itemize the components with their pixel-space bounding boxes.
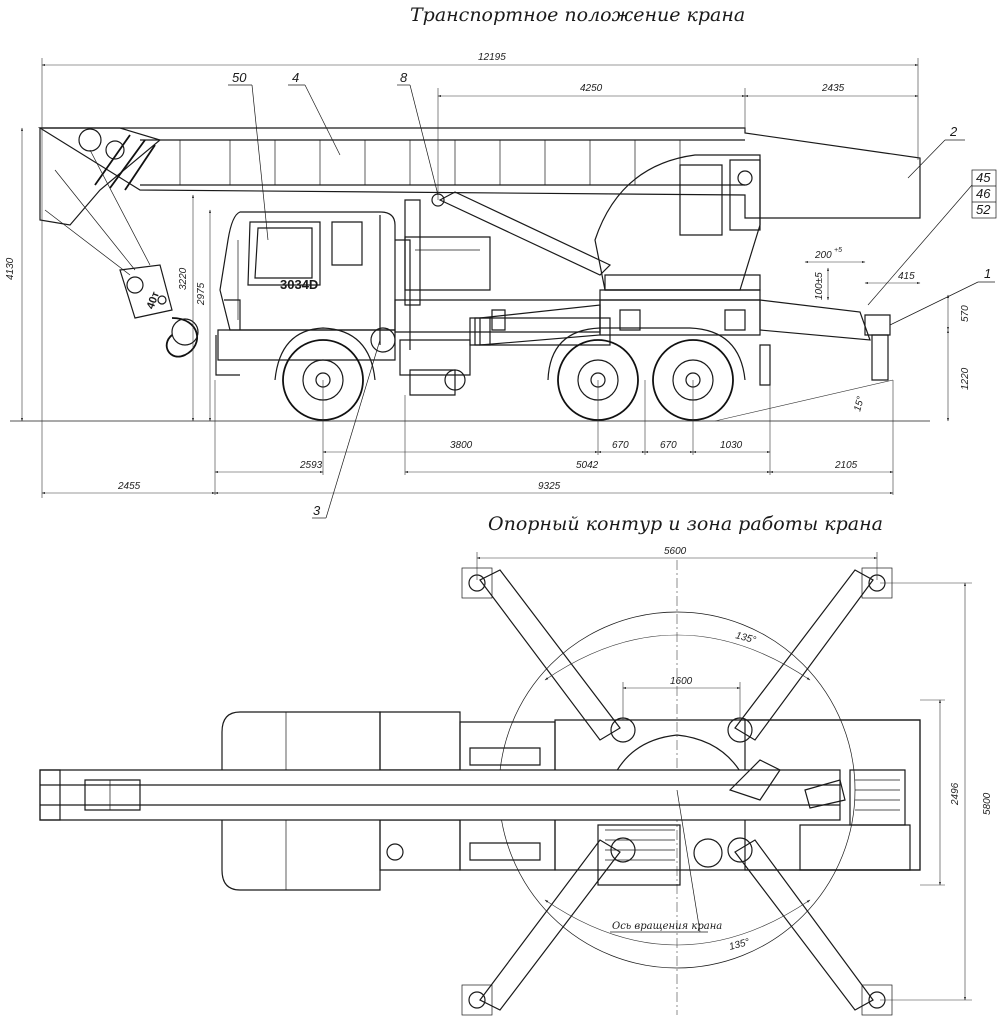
cab-model: 3034D — [280, 277, 318, 292]
callout-46: 46 — [976, 186, 991, 201]
callout-52: 52 — [976, 202, 991, 217]
callout-8: 8 — [400, 70, 408, 85]
dim-outrigger-span: 5600 — [664, 546, 687, 557]
dim-outrigger-drop: 570 — [960, 305, 971, 322]
dim-mid-span: 5042 — [576, 460, 599, 471]
transport-title: Транспортное положение крана — [410, 4, 745, 26]
rotation-axis-label: Ось вращения крана — [610, 789, 722, 933]
callout-3: 3 — [313, 503, 321, 518]
boom — [37, 127, 921, 226]
dim-axle-gap-2: 670 — [660, 440, 677, 451]
dim-height-cab2: 2975 — [196, 282, 207, 306]
callout-50: 50 — [232, 70, 247, 85]
plan-dimensions: 5600 1600 5800 2496 135° 135° — [476, 546, 993, 1001]
axis-label-text: Ось вращения крана — [612, 921, 722, 932]
side-dimensions: 12195 4250 2435 4130 3220 2975 200 +5 10… — [5, 52, 971, 498]
dim-boom-front: 4250 — [580, 83, 603, 94]
dim-width-frame: 2496 — [950, 782, 961, 806]
dim-outrigger-offset: 200 — [814, 250, 832, 261]
dim-rear-offset: 415 — [898, 271, 915, 282]
dim-boom-overhang: 2455 — [117, 481, 141, 492]
dim-wheelbase-front: 3800 — [450, 440, 473, 451]
dim-angle-top: 135° — [734, 630, 757, 646]
dim-outrigger-offset-tol: +5 — [834, 247, 842, 254]
dim-frame-length: 9325 — [538, 481, 561, 492]
dim-boom-rear: 2435 — [821, 83, 845, 94]
chassis — [370, 199, 611, 396]
outriggers — [474, 299, 891, 381]
side-callouts: 50 4 8 2 45 46 52 1 3 — [228, 70, 997, 519]
hook-capacity: 40т — [145, 290, 163, 311]
dim-axle-gap-1: 670 — [612, 440, 629, 451]
plan-view: 5600 1600 5800 2496 135° 135° Ось вращен… — [39, 546, 993, 1016]
turret — [431, 154, 761, 301]
plan-boom — [39, 759, 846, 821]
dim-rear-height: 1220 — [960, 367, 971, 390]
callout-1: 1 — [984, 266, 991, 281]
callout-45: 45 — [976, 170, 991, 185]
dim-height-cab: 3220 — [178, 267, 189, 290]
dim-outrigger-height: 100±5 — [814, 272, 825, 300]
callout-2: 2 — [949, 124, 958, 139]
contour-title: Опорный контур и зона работы крана — [488, 513, 883, 535]
dim-width-total: 5800 — [982, 792, 993, 815]
dim-angle-bottom: 135° — [728, 937, 751, 953]
hook-block: 40т — [44, 149, 199, 358]
cab: 3034D — [215, 211, 411, 376]
dim-rear-to-axle: 1030 — [720, 440, 743, 451]
side-view: 40т 3034D — [5, 52, 997, 519]
dim-height-total: 4130 — [5, 257, 16, 280]
dim-departure-angle: 15° — [852, 395, 867, 412]
outrigger-beams — [461, 567, 893, 1016]
callout-4: 4 — [292, 70, 299, 85]
dim-overall-length: 12195 — [478, 52, 506, 63]
dim-front-overhang: 2593 — [299, 460, 323, 471]
dim-turntable: 1600 — [670, 676, 693, 687]
dim-rear-overhang: 2105 — [834, 460, 858, 471]
